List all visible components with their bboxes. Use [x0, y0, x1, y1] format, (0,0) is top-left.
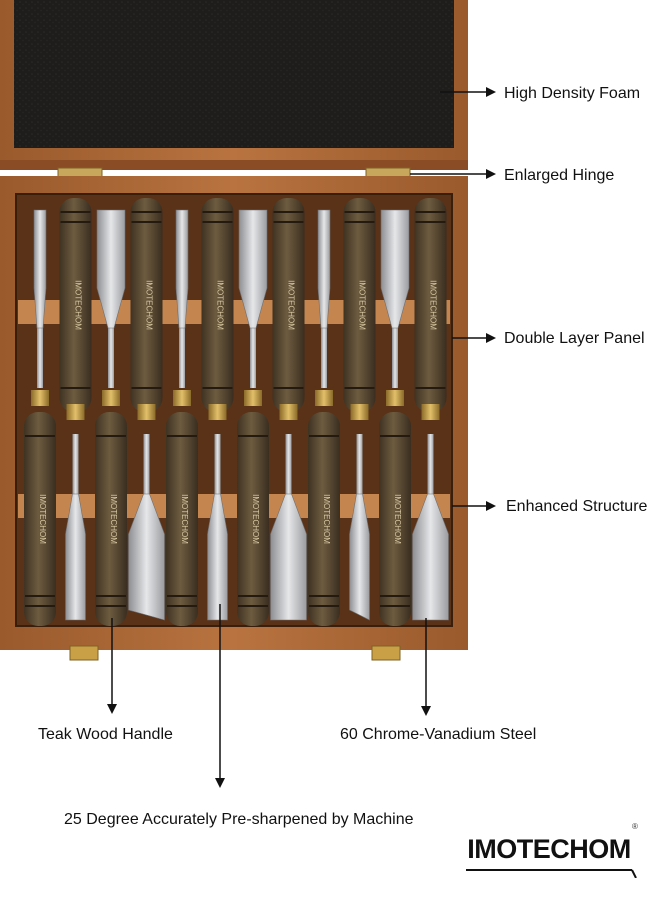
chisel-ferrule [386, 390, 404, 406]
chisel-ferrule [66, 404, 85, 420]
handle-brand-mark: IMOTECHOM [287, 280, 296, 330]
chisel-ferrule [315, 390, 333, 406]
handle-brand-mark: IMOTECHOM [393, 494, 402, 544]
chisel-shaft [179, 328, 185, 388]
chisel-handle [95, 412, 127, 626]
chisel-handle [272, 198, 305, 412]
chisel-shaft [285, 434, 292, 494]
chisel-handle [24, 412, 56, 626]
handle-brand-mark: IMOTECHOM [429, 280, 438, 330]
clasp-right [371, 645, 401, 661]
label-enhanced-structure: Enhanced Structure [506, 498, 648, 515]
chisel-handle [343, 198, 376, 412]
handle-brand-mark: IMOTECHOM [358, 280, 367, 330]
chisel-blade [380, 209, 410, 329]
chisel-2: IMOTECHOM [59, 198, 92, 621]
chisel-shaft [392, 328, 398, 388]
handle-brand-mark: IMOTECHOM [180, 494, 189, 544]
chisel-ferrule [173, 390, 191, 406]
chisel-11: IMOTECHOM [379, 209, 411, 626]
label-teak-wood-handle: Teak Wood Handle [38, 726, 173, 743]
brand-logo: IMOTECHOM ® [460, 822, 638, 878]
registered-mark: ® [632, 822, 638, 831]
callout-arrows [107, 87, 496, 788]
label-double-layer-panel: Double Layer Panel [504, 330, 645, 347]
brand-underline [466, 869, 637, 878]
lid-edge [0, 160, 468, 170]
chisel-handle [379, 412, 411, 626]
chisel-blade [207, 493, 228, 621]
arrow-panel [452, 333, 496, 343]
chisel-ferrule [350, 404, 369, 420]
chisel-8: IMOTECHOM [270, 198, 307, 621]
lid-foam [14, 0, 454, 148]
chisel-7: IMOTECHOM [237, 209, 269, 626]
chisel-blade [128, 493, 165, 621]
chisel-ferrule [31, 390, 49, 406]
label-high-density-foam: High Density Foam [504, 85, 641, 102]
chisel-handle [308, 412, 340, 626]
handle-brand-mark: IMOTECHOM [109, 494, 118, 544]
chisel-blade [96, 209, 126, 329]
arrow-foam [440, 87, 496, 97]
handle-brand-mark: IMOTECHOM [216, 280, 225, 330]
label-chrome-vanadium-steel: 60 Chrome-Vanadium Steel [340, 726, 537, 743]
chisel-shaft [214, 434, 221, 494]
panel-rail-lower [18, 494, 450, 518]
chisel-ferrule [279, 404, 298, 420]
label-pre-sharpened: 25 Degree Accurately Pre-sharpened by Ma… [64, 811, 414, 828]
chisel-blade [33, 209, 47, 329]
arrow-sharpen [215, 604, 225, 788]
box-lid [0, 0, 468, 170]
handle-brand-mark: IMOTECHOM [322, 494, 331, 544]
chisel-blade [65, 493, 86, 621]
chisel-blade [175, 209, 189, 329]
chisel-set: IMOTECHOM IMOTECHOM IMOTECHOM IMOTECHOM IMOT… [24, 198, 449, 626]
chisel-ferrule [208, 404, 227, 420]
chisel-5: IMOTECHOM [166, 209, 198, 626]
chisel-handle [59, 198, 92, 412]
arrow-handle [107, 618, 117, 714]
chisel-blade [412, 493, 449, 621]
chisel-6: IMOTECHOM [201, 198, 234, 621]
handle-brand-mark: IMOTECHOM [74, 280, 83, 330]
chisel-9: IMOTECHOM [308, 209, 340, 626]
chisel-shaft [321, 328, 327, 388]
arrow-hinge [410, 169, 496, 179]
chisel-blade [238, 209, 268, 329]
handle-brand-mark: IMOTECHOM [251, 494, 260, 544]
chisel-ferrule [137, 404, 156, 420]
chisel-4: IMOTECHOM [128, 198, 165, 621]
handle-brand-mark: IMOTECHOM [145, 280, 154, 330]
clasp-left [69, 645, 99, 661]
chisel-shaft [143, 434, 150, 494]
chisel-10: IMOTECHOM [343, 198, 376, 621]
chisel-handle [130, 198, 163, 412]
chisel-ferrule [421, 404, 440, 420]
arrow-structure [452, 501, 496, 511]
chisel-shaft [37, 328, 43, 388]
chisel-shaft [108, 328, 114, 388]
chisel-blade [270, 493, 307, 621]
chisel-handle [237, 412, 269, 626]
chisel-ferrule [244, 390, 262, 406]
chisel-shaft [356, 434, 363, 494]
chisel-handle [201, 198, 234, 412]
chisel-handle [166, 412, 198, 626]
arrow-steel [421, 618, 431, 716]
chisel-3: IMOTECHOM [95, 209, 127, 626]
chisel-shaft [72, 434, 79, 494]
chisel-blade [317, 209, 331, 329]
chisel-12: IMOTECHOM [412, 198, 449, 621]
chisel-handle [414, 198, 447, 412]
chisel-ferrule [102, 390, 120, 406]
chisel-shaft [250, 328, 256, 388]
brand-name: IMOTECHOM [467, 834, 631, 864]
chisel-1: IMOTECHOM [24, 209, 56, 626]
chisel-blade [349, 493, 370, 621]
chisel-shaft [427, 434, 434, 494]
handle-brand-mark: IMOTECHOM [38, 494, 47, 544]
label-enlarged-hinge: Enlarged Hinge [504, 167, 615, 184]
